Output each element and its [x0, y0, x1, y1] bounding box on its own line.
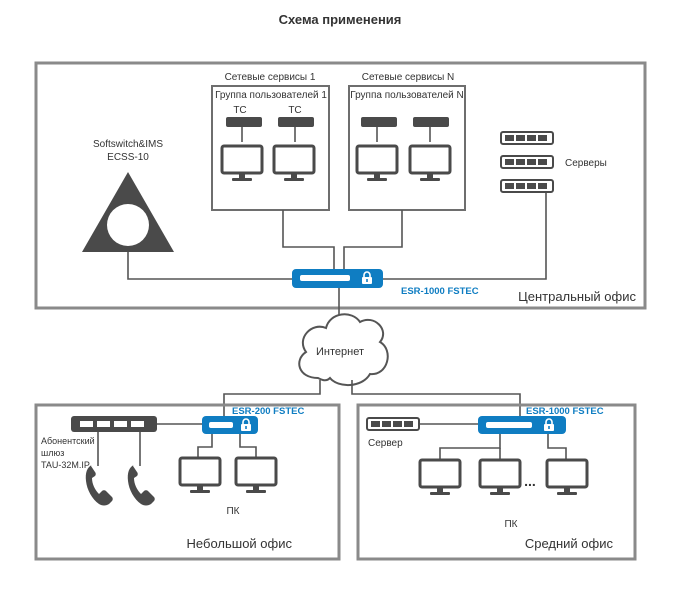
diagram-title: Схема применения [279, 12, 402, 27]
user-group-1-box [211, 85, 330, 211]
pc-monitor-icon [408, 144, 452, 183]
softswitch-label-line2: ECSS-10 [107, 152, 149, 163]
esr-1000-medium-router [478, 416, 566, 434]
more-pcs-ellipsis: ... [524, 473, 536, 489]
terminal-phone-icon [226, 117, 262, 127]
small-router-label: ESR-200 FSTEC [232, 406, 304, 417]
tc-label: ТС [288, 105, 301, 116]
softswitch-label-line1: Softswitch&IMS [93, 139, 163, 150]
phone-handset-icon [85, 465, 113, 506]
user-group-n-label: Группа пользователей N [350, 90, 464, 101]
pc-monitor-icon [178, 456, 222, 495]
gateway-label-line3: TAU-32M.IP [41, 460, 90, 470]
phone-handset-icon [127, 465, 155, 506]
user-group-n-box [348, 85, 466, 211]
server-rack-icon [500, 131, 554, 145]
group-1-link [282, 210, 335, 271]
pc-monitor-icon [478, 458, 522, 497]
user-group-1-label: Группа пользователей 1 [215, 90, 327, 101]
small-pc-link [239, 434, 257, 458]
gateway-label-line1: Абонентский [41, 436, 95, 446]
medium-server-label: Сервер [368, 438, 403, 449]
pc-monitor-icon [545, 458, 589, 497]
medium-pc-link [439, 434, 501, 460]
server-rack-icon [366, 417, 420, 431]
terminal-phone-icon [278, 117, 314, 127]
small-office-box [34, 403, 341, 561]
pc-monitor-icon [234, 456, 278, 495]
internet-label: Интернет [316, 346, 364, 358]
small-pc-label: ПК [226, 506, 239, 517]
medium-pc-link [547, 434, 567, 460]
network-services-1-label: Сетевые сервисы 1 [225, 72, 316, 83]
softswitch-triangle-icon [82, 172, 174, 252]
server-rack-icon [500, 155, 554, 169]
medium-pc-label: ПК [504, 519, 517, 530]
esr-1000-central-router [292, 269, 383, 288]
terminal-phone-icon [361, 117, 397, 127]
central-router-label: ESR-1000 FSTEC [401, 286, 479, 297]
pc-monitor-icon [272, 144, 316, 183]
pc-monitor-icon [418, 458, 462, 497]
medium-router-label: ESR-1000 FSTEC [526, 406, 604, 417]
tc-label: ТС [233, 105, 246, 116]
internet-medium-office-link [351, 380, 521, 416]
central-office-box [34, 61, 647, 310]
server-rack-icon [500, 179, 554, 193]
central-office-label: Центральный офис [518, 289, 636, 304]
pc-monitor-icon [355, 144, 399, 183]
pc-monitor-icon [220, 144, 264, 183]
esr-200-router [202, 416, 258, 434]
small-pc-link [197, 434, 213, 458]
internet-cloud-icon [298, 313, 389, 386]
medium-office-label: Средний офис [525, 536, 614, 551]
servers-label: Серверы [565, 158, 607, 169]
medium-office-box [356, 403, 637, 561]
group-n-link [343, 210, 403, 271]
subscriber-gateway-icon [71, 416, 157, 432]
softswitch-link [127, 252, 292, 280]
network-services-n-label: Сетевые сервисы N [362, 72, 455, 83]
gateway-label-line2: шлюз [41, 448, 64, 458]
small-office-label: Небольшой офис [187, 536, 293, 551]
terminal-phone-icon [413, 117, 449, 127]
servers-link [383, 193, 547, 280]
